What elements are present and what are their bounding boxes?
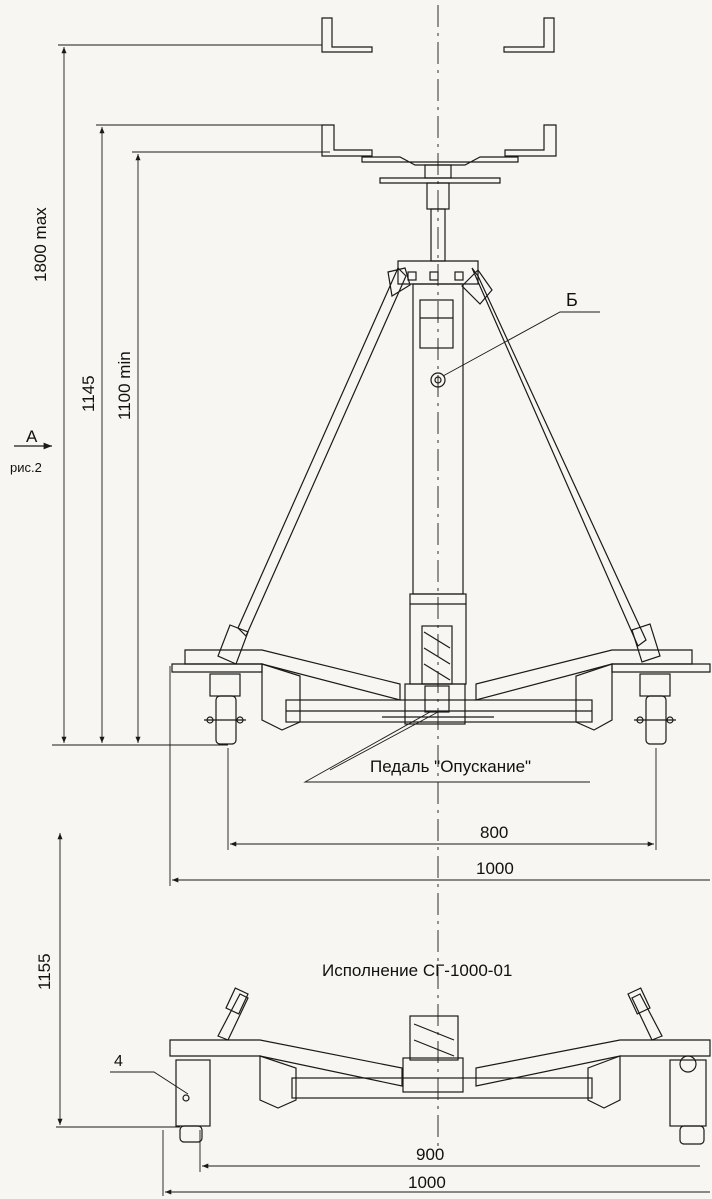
view-ref-label: рис.2 <box>10 460 42 475</box>
dim-1145: 1145 <box>79 375 98 412</box>
part-number-4: 4 <box>114 1053 123 1070</box>
saddle-lowered <box>321 124 557 262</box>
right-strut <box>461 267 661 663</box>
pedal-label: Педаль "Опускание" <box>370 757 531 776</box>
view-letter-a: А <box>26 427 38 446</box>
horizontal-dimensions <box>169 666 710 886</box>
detail-b-marker <box>430 372 446 388</box>
part-4-leader <box>110 1071 189 1095</box>
vertical-dimensions <box>52 44 330 746</box>
variant-horizontal-dimensions <box>162 1130 710 1196</box>
detail-b-label: Б <box>566 290 578 310</box>
variant-left-wheel <box>175 1059 211 1143</box>
main-column <box>409 283 467 713</box>
dim-1000-top: 1000 <box>476 859 514 878</box>
saddle-raised <box>321 17 555 53</box>
dim-1000-bottom: 1000 <box>408 1173 446 1192</box>
variant-right-wheel <box>669 1055 707 1145</box>
dim-800: 800 <box>480 823 508 842</box>
variant-view <box>56 833 711 1196</box>
pedal-leader <box>303 711 590 783</box>
dim-1155: 1155 <box>35 953 54 990</box>
variant-right-strut <box>627 987 663 1041</box>
column-head <box>397 260 479 285</box>
upper-view <box>14 5 711 1150</box>
base-frame <box>171 649 711 731</box>
left-strut <box>217 266 411 665</box>
variant-frame <box>169 1015 711 1109</box>
dim-1800-max: 1800 max <box>31 207 50 282</box>
dim-900: 900 <box>416 1145 444 1164</box>
variant-title: Исполнение СГ-1000-01 <box>322 961 512 980</box>
detail-b-leader <box>442 311 600 377</box>
right-wheel <box>634 673 676 745</box>
variant-left-strut <box>217 987 249 1041</box>
left-wheel <box>204 673 246 745</box>
dim-1100-min: 1100 min <box>115 351 134 420</box>
